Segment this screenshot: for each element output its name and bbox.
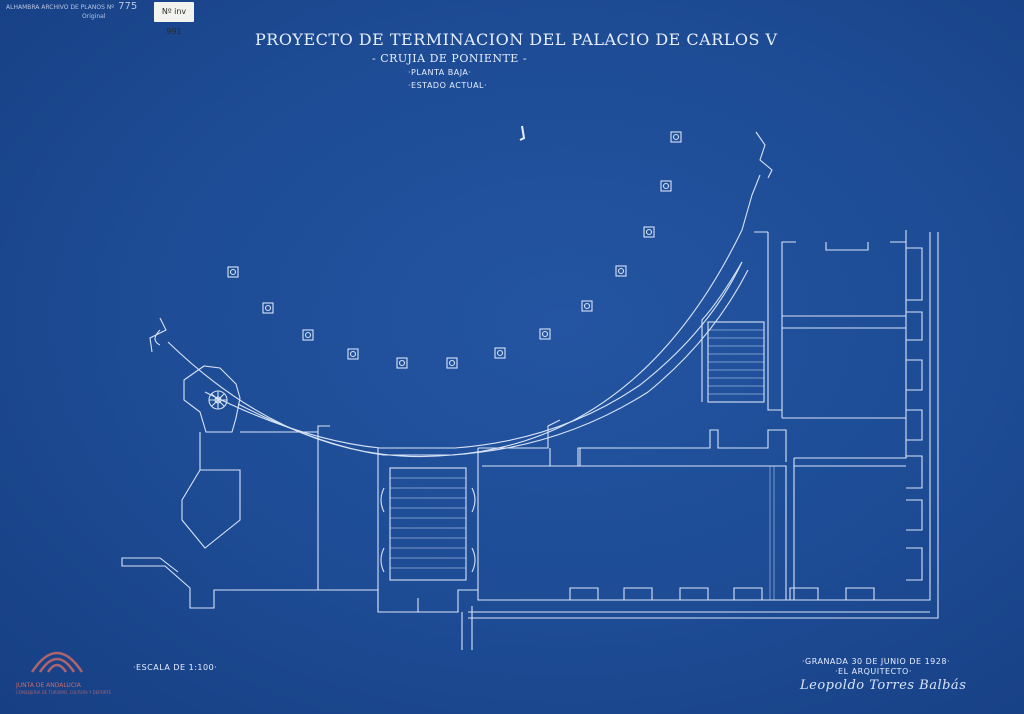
bottom-recesses xyxy=(569,587,875,600)
left-bottom-wall xyxy=(214,589,379,608)
left-wing xyxy=(181,432,241,549)
junta-andalucia-logo-icon xyxy=(30,651,84,673)
bottom-facade xyxy=(477,232,931,601)
date-line: ·GRANADA 30 DE JUNIO DE 1928· xyxy=(802,657,950,666)
central-hall-right xyxy=(418,448,479,613)
left-tower xyxy=(183,365,241,433)
archive-stamp-text: ALHAMBRA ARCHIVO DE PLANOS Nº xyxy=(6,4,115,11)
courtyard-arc-inner xyxy=(154,329,161,346)
architect-signature: Leopoldo Torres Balbás xyxy=(800,678,967,693)
right-main-outer xyxy=(478,419,561,449)
logo-text: JUNTA DE ANDALUCIA xyxy=(16,682,81,689)
colonnade-columns xyxy=(227,131,682,369)
drawing-title: PROYECTO DE TERMINACION DEL PALACIO DE C… xyxy=(255,30,778,49)
inventory-tag: Nº inv 991 xyxy=(154,2,194,36)
central-hall-left xyxy=(377,448,419,613)
courtyard-arc-upper xyxy=(741,174,761,231)
courtyard-arc xyxy=(167,229,743,458)
floor-label: ·PLANTA BAJA· xyxy=(408,68,472,77)
architect-line: ·EL ARQUITECTO· xyxy=(835,667,912,676)
scale-label: ·ESCALA DE 1:100· xyxy=(133,663,218,672)
state-label: ·ESTADO ACTUAL· xyxy=(408,81,488,90)
left-fragment xyxy=(149,317,167,353)
right-facade-buttresses xyxy=(906,247,923,581)
archive-stamp-original: Original xyxy=(82,13,106,20)
curved-wall-inner xyxy=(237,269,749,456)
logo-subtext: CONSEJERIA DE TURISMO, CULTURA Y DEPORTE xyxy=(16,690,112,695)
archive-stamp-number: 775 xyxy=(118,1,138,12)
curved-wall-outer xyxy=(204,261,743,449)
central-stair xyxy=(389,467,467,581)
drawing-subtitle: - CRUJIA DE PONIENTE - xyxy=(372,52,528,65)
corner-fragment xyxy=(755,131,773,179)
